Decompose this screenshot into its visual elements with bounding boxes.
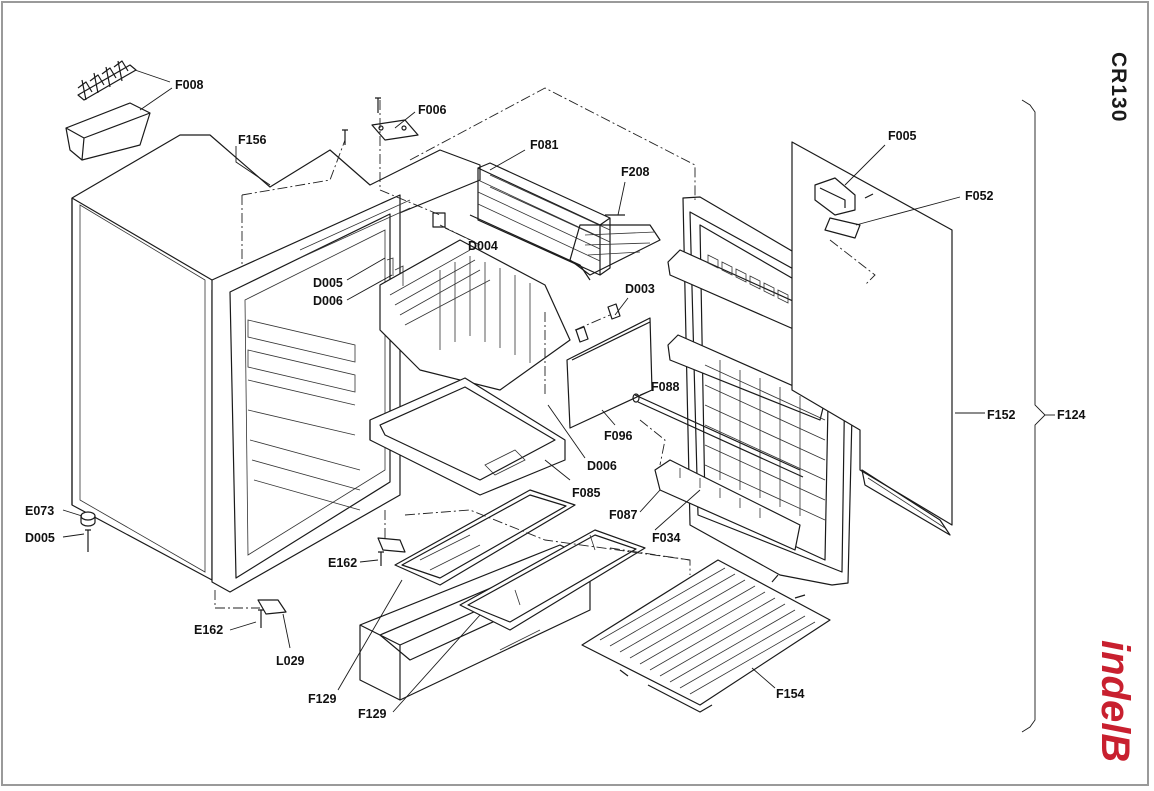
label-f152: F152 — [987, 408, 1016, 422]
label-f005: F005 — [888, 129, 917, 143]
glass-shelf-lower-drawing — [459, 529, 646, 631]
wire-shelf-drawing — [581, 559, 831, 713]
tray-drawing — [65, 102, 151, 161]
f124-bracket — [1021, 99, 1046, 733]
brand-logo: indelB — [1093, 640, 1137, 762]
label-d005: D005 — [313, 276, 343, 290]
flap-drawing — [566, 303, 653, 429]
bottle-bar-drawing — [632, 393, 804, 478]
foot-drawing — [80, 511, 96, 552]
label-l029: L029 — [276, 654, 305, 668]
label-d004: D004 — [468, 239, 498, 253]
label-f156: F156 — [238, 133, 267, 147]
label-f208: F208 — [621, 165, 650, 179]
model-label: CR130 — [1107, 52, 1130, 122]
door-panel-drawing — [791, 141, 953, 536]
label-e162: E162 — [328, 556, 357, 570]
label-d006-b: D006 — [587, 459, 617, 473]
label-f088: F088 — [651, 380, 680, 394]
label-f154: F154 — [776, 687, 805, 701]
label-f052: F052 — [965, 189, 994, 203]
label-f034: F034 — [652, 531, 681, 545]
assembly-lines — [214, 87, 876, 609]
drip-tray-drawing — [369, 377, 566, 496]
cabinet-body-drawing — [71, 134, 481, 593]
label-e162-b: E162 — [194, 623, 223, 637]
hinge-drawing — [342, 97, 419, 145]
label-f129: F129 — [308, 692, 337, 706]
label-f081: F081 — [530, 138, 559, 152]
door-rack-drawing — [469, 162, 611, 281]
part-labels: F008 F006 F156 F081 F208 F005 F052 D004 … — [25, 78, 1086, 721]
label-f085: F085 — [572, 486, 601, 500]
label-f129-b: F129 — [358, 707, 387, 721]
label-e073: E073 — [25, 504, 54, 518]
label-f008: F008 — [175, 78, 204, 92]
label-d003: D003 — [625, 282, 655, 296]
label-f087: F087 — [609, 508, 638, 522]
bottom-hinge-drawing — [257, 537, 406, 628]
top-hinge-drawing — [814, 177, 874, 239]
label-d006: D006 — [313, 294, 343, 308]
glass-shelf-drawing — [394, 489, 576, 586]
small-shelf-drawing — [569, 214, 661, 276]
leader-lines — [62, 69, 1055, 713]
evaporator-drawing — [379, 212, 571, 391]
label-f096: F096 — [604, 429, 633, 443]
label-f006: F006 — [418, 103, 447, 117]
label-f124: F124 — [1057, 408, 1086, 422]
egg-rack-drawing — [77, 60, 137, 101]
label-d005-b: D005 — [25, 531, 55, 545]
